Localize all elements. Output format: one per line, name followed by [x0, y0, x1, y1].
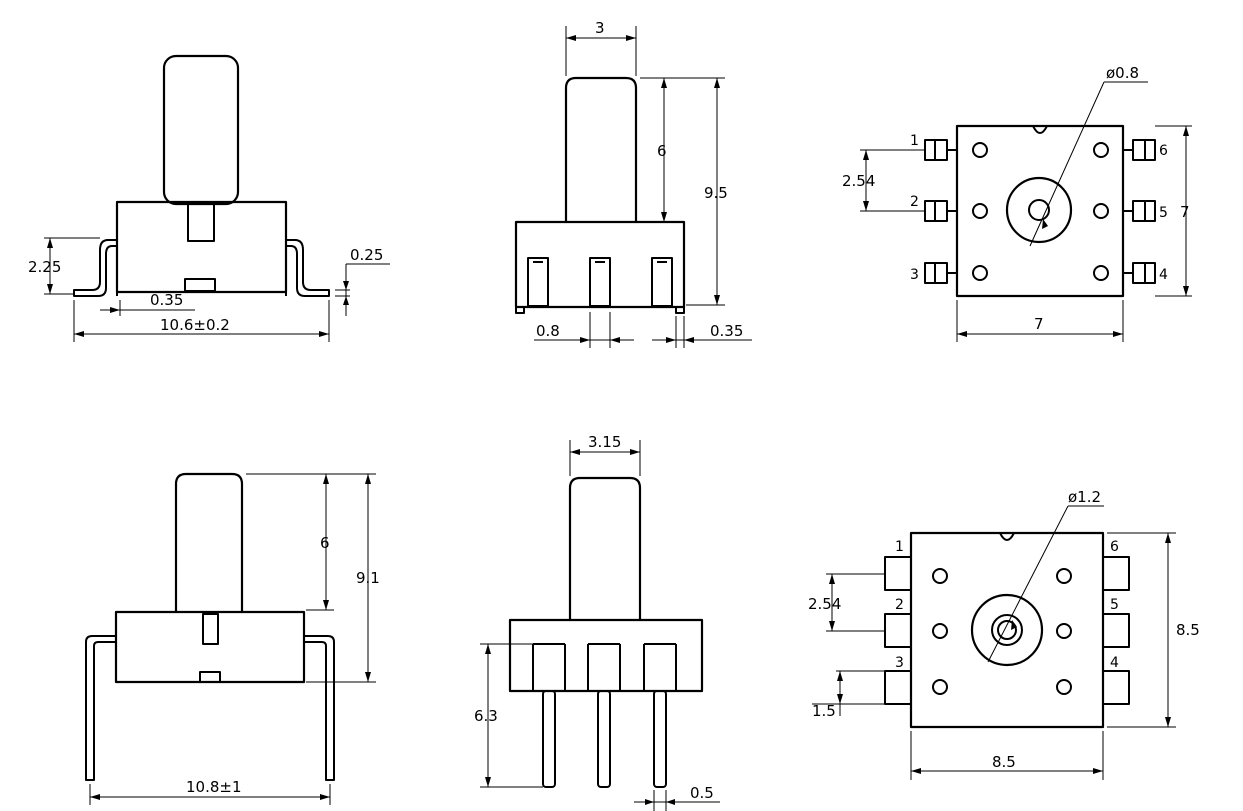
dim-width: 8.5	[992, 753, 1016, 771]
dim-height: 2.25	[28, 258, 61, 276]
body-outline	[514, 220, 686, 309]
dim-shaft: 3	[595, 19, 605, 37]
dim-gap: 0.35	[710, 322, 743, 340]
dim-pad: 1.5	[812, 702, 836, 720]
shaft-outline	[174, 472, 244, 614]
left-lead	[85, 635, 116, 781]
shaft-outline	[564, 76, 638, 224]
view-tht-side: 6 9.1 10.8±1	[85, 472, 380, 805]
slot	[187, 203, 215, 242]
dim-pitch: 2.54	[842, 172, 875, 190]
shaft-outline	[162, 54, 240, 206]
view-smd-side: 2.25 0.35 0.25 10.6±0.2	[28, 54, 390, 342]
pin-number: 3	[895, 655, 904, 671]
dim-pin-width: 0.5	[690, 784, 714, 802]
rotor-ring	[1005, 176, 1073, 244]
dim-pin: 0.35	[150, 291, 183, 309]
pin-number: 3	[910, 267, 919, 283]
orientation-notch	[1032, 125, 1048, 134]
pin-slot	[589, 257, 611, 307]
pin-housing	[643, 643, 677, 691]
dim-width: 7	[1034, 315, 1044, 333]
dim-width: 10.6±0.2	[160, 316, 230, 334]
dim-hole: ø1.2	[1068, 488, 1101, 506]
orientation-notch	[999, 532, 1015, 541]
pin-number: 4	[1110, 655, 1119, 671]
view-tht-front: 3.15 6.3 0.5	[474, 433, 720, 811]
pin-number: 6	[1110, 539, 1119, 555]
dim-width: 10.8±1	[186, 778, 242, 796]
dim-shaft-height: 6	[320, 534, 330, 552]
slot	[202, 613, 219, 645]
body-outline	[909, 531, 1105, 729]
dim-pin-width: 0.8	[536, 322, 560, 340]
pin	[542, 690, 556, 788]
pin	[653, 690, 667, 788]
pin-number: 6	[1159, 143, 1168, 159]
body-outline	[508, 618, 704, 693]
dim-shaft: 3.15	[588, 433, 621, 451]
notch	[184, 278, 216, 292]
right-lead	[286, 239, 330, 297]
pin-number: 5	[1159, 205, 1168, 221]
view-tht-top: 1 2 3 4 5 6 ø1.2 2.54 1.5 8.5 8.5	[808, 488, 1200, 780]
view-smd-front: 3 6 9.5 0.8 0.35	[514, 19, 752, 348]
view-smd-top: 1 2 3 4 5 6 ø0.8 2.54 7 7	[842, 64, 1192, 342]
pin-number: 1	[910, 133, 919, 149]
pin-number: 4	[1159, 267, 1168, 283]
rotor-ring	[970, 593, 1044, 667]
dim-thickness: 0.25	[350, 246, 383, 264]
right-lead	[304, 635, 335, 781]
pin-slot	[527, 257, 549, 307]
dim-height: 8.5	[1176, 621, 1200, 639]
pin-slot	[651, 257, 673, 307]
dim-height: 7	[1180, 203, 1190, 221]
notch	[199, 671, 221, 683]
left-lead	[73, 239, 117, 297]
body-outline	[955, 124, 1125, 298]
rotor-hole-inner	[997, 620, 1017, 640]
rotor-hole	[1028, 199, 1050, 221]
pin-housing	[532, 643, 566, 691]
pin-housing	[587, 643, 621, 691]
dim-shaft-height: 6	[657, 142, 667, 160]
rotor-hole-outer	[991, 614, 1023, 646]
pin-number: 5	[1110, 597, 1119, 613]
dim-hole: ø0.8	[1106, 64, 1139, 82]
shaft-outline	[568, 476, 642, 622]
dim-pin-length: 6.3	[474, 707, 498, 725]
pin-number: 1	[895, 539, 904, 555]
dim-total: 9.1	[356, 569, 380, 587]
dim-total: 9.5	[704, 184, 728, 202]
pin	[597, 690, 611, 788]
pin-number: 2	[910, 194, 919, 210]
dim-pitch: 2.54	[808, 595, 841, 613]
pin-number: 2	[895, 597, 904, 613]
